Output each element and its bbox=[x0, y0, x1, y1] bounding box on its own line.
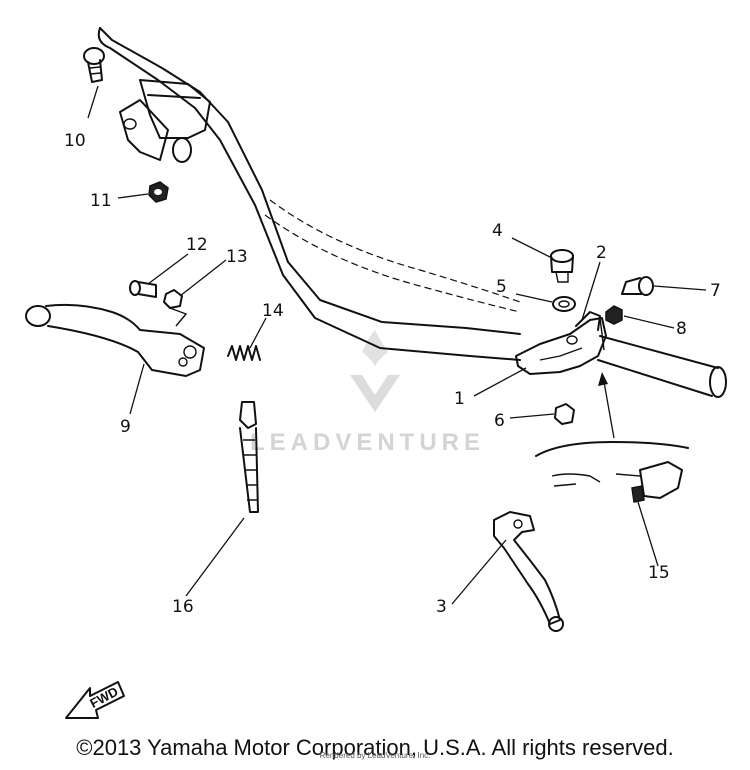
nut-13 bbox=[163, 289, 188, 327]
callout-11: 11 bbox=[90, 191, 112, 211]
callout-15: 15 bbox=[648, 563, 670, 583]
left-perch-assembly bbox=[119, 79, 211, 163]
nut-11 bbox=[148, 181, 169, 203]
bolt-10 bbox=[83, 47, 105, 83]
callout-9: 9 bbox=[120, 417, 131, 437]
callout-3: 3 bbox=[436, 597, 447, 617]
brake-lever-3 bbox=[493, 511, 564, 632]
callout-10: 10 bbox=[64, 131, 86, 151]
callout-12: 12 bbox=[186, 235, 208, 255]
leader-lines bbox=[87, 85, 707, 605]
leadventure-watermark: LEADVENTURE bbox=[250, 330, 485, 456]
bolt-12 bbox=[129, 280, 157, 298]
callout-1: 1 bbox=[454, 389, 465, 409]
callout-6: 6 bbox=[494, 411, 505, 431]
spring-14 bbox=[227, 345, 261, 361]
callout-2: 2 bbox=[596, 243, 607, 263]
washer-5 bbox=[552, 296, 576, 312]
fwd-arrow-icon: FWD bbox=[65, 681, 125, 719]
handlebar bbox=[97, 27, 727, 398]
clutch-lever-9 bbox=[25, 303, 205, 377]
watermark-credit: Rendered by LeadVenture, Inc. bbox=[319, 751, 431, 760]
switch-pointer-arrow bbox=[598, 372, 615, 439]
right-perch-assembly bbox=[515, 311, 607, 375]
callout-labels: 1 2 3 4 5 6 7 8 9 10 11 12 13 14 15 16 bbox=[64, 131, 721, 617]
callout-16: 16 bbox=[172, 597, 194, 617]
callout-14: 14 bbox=[262, 301, 284, 321]
callout-7: 7 bbox=[710, 281, 721, 301]
callout-13: 13 bbox=[226, 247, 248, 267]
nut-6 bbox=[554, 403, 575, 425]
watermark-brand: LEADVENTURE bbox=[250, 429, 485, 456]
callout-8: 8 bbox=[676, 319, 687, 339]
nut-8 bbox=[605, 305, 623, 325]
screw-7 bbox=[621, 276, 654, 296]
switch-assembly-15 bbox=[535, 441, 689, 503]
copyright-notice: ©2013 Yamaha Motor Corporation, U.S.A. A… bbox=[76, 735, 674, 760]
bolt-4 bbox=[550, 249, 574, 283]
callout-4: 4 bbox=[492, 221, 503, 241]
cable-tie-16 bbox=[239, 401, 259, 513]
callout-5: 5 bbox=[496, 277, 507, 297]
